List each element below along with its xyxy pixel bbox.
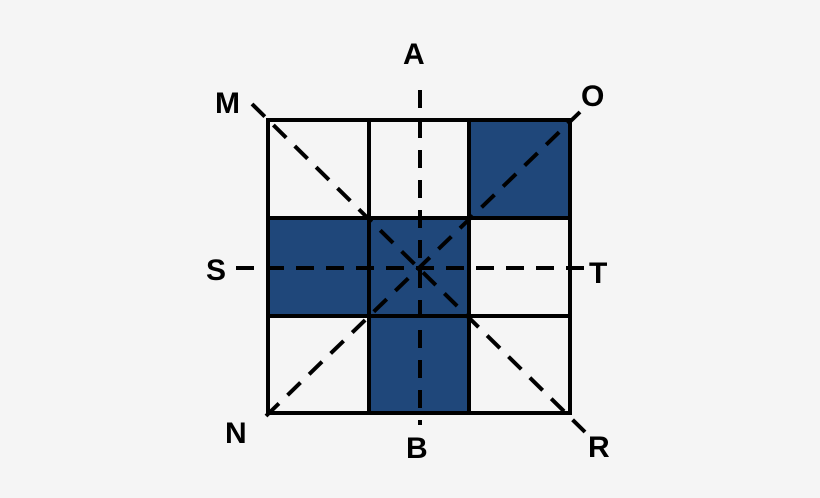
- axis-n-o: [264, 110, 582, 418]
- axis-m-r: [250, 102, 587, 434]
- label-t: T: [589, 257, 607, 290]
- label-s: S: [206, 254, 226, 287]
- label-b: B: [406, 432, 428, 465]
- label-n: N: [225, 417, 247, 450]
- label-a: A: [403, 38, 425, 71]
- cell-1-0: [268, 218, 369, 316]
- label-r: R: [588, 431, 610, 464]
- symmetry-axes: [236, 90, 595, 434]
- axis-labels: A B M O N R S T: [206, 38, 610, 465]
- label-o: O: [581, 80, 604, 113]
- label-m: M: [215, 87, 240, 120]
